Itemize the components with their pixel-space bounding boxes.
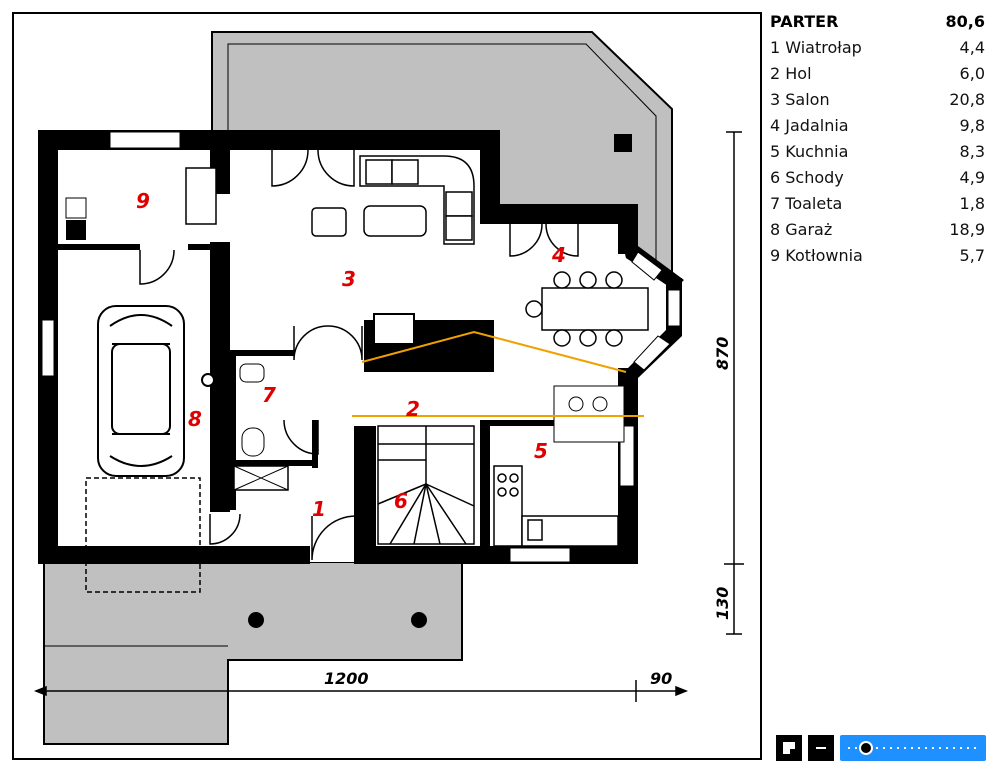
legend-row: 1 Wiatrołap 4,4: [770, 34, 985, 60]
legend-row: 7 Toaleta 1,8: [770, 190, 985, 216]
room-number-3: 3: [342, 267, 356, 291]
kitchen-counters: [493, 465, 619, 547]
room-label: 1 Wiatrołap: [770, 37, 862, 57]
dimension-overhang: 90: [650, 669, 672, 688]
room-number-4: 4: [551, 243, 566, 267]
floor-name: PARTER: [770, 11, 839, 31]
coffee-table: [363, 205, 427, 237]
zoom-slider-handle[interactable]: [859, 741, 873, 755]
room-area: 6,0: [959, 63, 985, 83]
dimension-terrace: 130: [713, 587, 732, 620]
room-label: 4 Jadalnia: [770, 115, 849, 135]
wc-sink: [239, 363, 265, 383]
room-number-6: 6: [394, 489, 408, 513]
room-number-5: 5: [534, 439, 548, 463]
fit-screen-button[interactable]: [776, 735, 802, 761]
dimension-width: 1200: [324, 669, 369, 688]
kitchen-island: [553, 385, 625, 443]
garage-car: [97, 305, 185, 477]
room-number-2: 2: [406, 397, 420, 421]
doors: [139, 149, 579, 561]
staircase: [377, 425, 475, 545]
room-area: 9,8: [959, 115, 985, 135]
garage-sink: [201, 373, 215, 387]
room-area: 5,7: [959, 245, 985, 265]
legend-row: 4 Jadalnia 9,8: [770, 112, 985, 138]
cabinet: [185, 167, 217, 225]
room-label: 6 Schody: [770, 167, 844, 187]
room-area: 20,8: [949, 89, 985, 109]
interior-walls: [58, 244, 620, 556]
legend-rows: 1 Wiatrołap 4,4 2 Hol 6,0 3 Salon 20,8 4 Jadal…: [770, 34, 985, 268]
room-area: 4,9: [959, 167, 985, 187]
legend-header: PARTER 80,6: [770, 8, 985, 34]
floor-plan-drawing: 1 2 3 4 5 6 7 8 9 1200 90 870 130: [33, 31, 744, 745]
legend-row: 5 Kuchnia 8,3: [770, 138, 985, 164]
legend-row: 3 Salon 20,8: [770, 86, 985, 112]
garage-door-outline: [85, 477, 201, 593]
room-label: 2 Hol: [770, 63, 812, 83]
room-label: 8 Garaż: [770, 219, 833, 239]
legend-row: 2 Hol 6,0: [770, 60, 985, 86]
room-area: 1,8: [959, 193, 985, 213]
zoom-controls: [776, 734, 986, 762]
column: [248, 612, 264, 628]
room-number-9: 9: [136, 189, 150, 213]
armchair: [311, 207, 347, 237]
fireplace: [373, 313, 415, 345]
dining-table: [541, 287, 649, 331]
sofa: [359, 155, 475, 245]
boiler-base: [66, 220, 86, 240]
dimension-lines: [33, 131, 744, 702]
legend-row: 6 Schody 4,9: [770, 164, 985, 190]
room-area: 4,4: [959, 37, 985, 57]
floor-plan: 1 2 3 4 5 6 7 8 9 1200 90 870 130: [12, 12, 762, 760]
room-label: 5 Kuchnia: [770, 141, 849, 161]
chimney: [614, 134, 632, 152]
room-label: 7 Toaleta: [770, 193, 843, 213]
room-area: 18,9: [949, 219, 985, 239]
room-number-8: 8: [188, 407, 202, 431]
dimension-depth: 870: [713, 337, 732, 370]
windows: [41, 131, 681, 563]
legend-row: 8 Garaż 18,9: [770, 216, 985, 242]
floor-total-area: 80,6: [945, 11, 985, 31]
wc-bowl: [241, 427, 265, 457]
zoom-slider[interactable]: [840, 735, 986, 761]
terrace-front: [43, 561, 463, 745]
boiler: [65, 197, 87, 219]
zoom-out-button[interactable]: [808, 735, 834, 761]
chairs: [525, 271, 623, 347]
fit-screen-icon: [783, 742, 795, 754]
room-legend: PARTER 80,6 1 Wiatrołap 4,4 2 Hol 6,0 3 Salo…: [770, 8, 985, 268]
room-number-7: 7: [262, 383, 276, 407]
section-lines: [352, 330, 644, 417]
column: [411, 612, 427, 628]
minus-icon: [816, 747, 826, 749]
room-number-1: 1: [312, 497, 326, 521]
room-label: 3 Salon: [770, 89, 830, 109]
legend-row: 9 Kotłownia 5,7: [770, 242, 985, 268]
room-area: 8,3: [959, 141, 985, 161]
room-label: 9 Kotłownia: [770, 245, 863, 265]
